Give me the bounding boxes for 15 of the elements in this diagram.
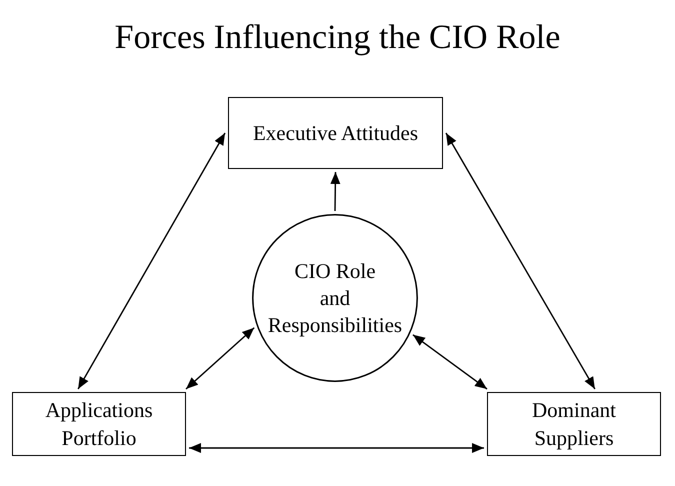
node-label: Applications Portfolio (44, 397, 154, 452)
double-arrow (78, 132, 226, 390)
double-arrow (189, 443, 484, 453)
process-box (12, 392, 186, 456)
node-label: CIO Role and Responsibilities (268, 258, 402, 338)
process-circle (252, 214, 418, 382)
process-box (228, 97, 443, 169)
node-label: Dominant Suppliers (531, 397, 617, 452)
double-arrow (445, 132, 596, 390)
process-box (487, 392, 661, 456)
double-arrow (412, 334, 488, 390)
node-label: Executive Attitudes (252, 120, 418, 147)
double-arrow (186, 327, 255, 390)
arrow (330, 172, 340, 211)
diagram-title: Forces Influencing the CIO Role (114, 18, 560, 58)
